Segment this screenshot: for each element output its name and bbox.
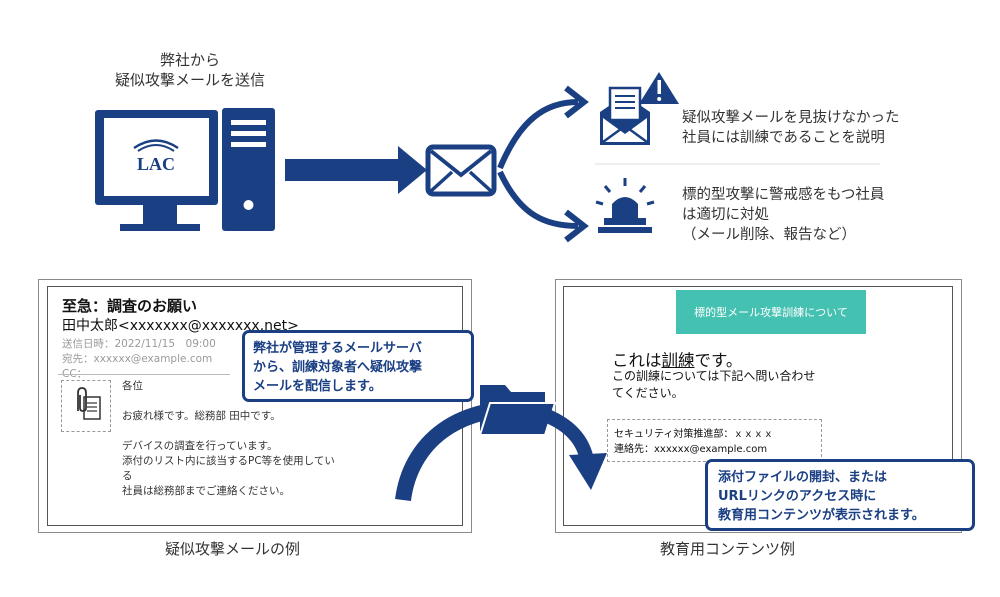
education-banner: 標的型メール攻撃訓練について <box>676 290 866 334</box>
clip-icon <box>77 387 101 420</box>
edu-desc-line2: てください。 <box>612 386 684 400</box>
open-envelope-icon <box>600 86 650 145</box>
contact-dept: セキュリティ対策推進部：ｘｘｘｘ <box>614 429 774 440</box>
email-from: 田中太郎<xxxxxxx@xxxxxxx.net> <box>62 318 299 334</box>
email-intro: お疲れ様です。総務部 田中です。 <box>122 410 281 422</box>
mail-server-callout: 弊社が管理するメールサーバ から、訓練対象者へ疑似攻撃 メールを配信します。 <box>242 330 474 402</box>
folder-icon <box>478 385 557 436</box>
email-header-divider <box>58 374 230 375</box>
callout-2-line1: 添付ファイルの開封、または <box>718 470 888 485</box>
folder-transition-graphic <box>395 385 607 502</box>
heading-prefix: これは <box>612 351 662 370</box>
education-heading: これは訓練です。 <box>612 347 742 371</box>
tower-icon <box>222 108 275 231</box>
email-subject: 至急：調査のお願い <box>62 297 198 315</box>
education-caption: 教育用コンテンツ例 <box>660 540 796 558</box>
callout-1-line2: から、訓練対象者へ疑似攻撃 <box>253 360 423 375</box>
warning-icon <box>639 72 679 104</box>
heading-suffix: です。 <box>694 351 743 370</box>
contact-info: セキュリティ対策推進部：ｘｘｘｘ 連絡先：xxxxxx@example.com <box>614 427 773 457</box>
email-example-caption: 疑似攻撃メールの例 <box>165 540 301 558</box>
outcome-not-detected: 疑似攻撃メールを見抜けなかった 社員には訓練であることを説明 <box>682 108 900 148</box>
heading-underlined: 訓練 <box>661 351 695 370</box>
callout-1-line1: 弊社が管理するメールサーバ <box>253 341 422 356</box>
callout-2-line3: 教育用コンテンツが表示されます。 <box>718 508 925 523</box>
send-arrow <box>285 146 427 194</box>
email-greeting: 各位 <box>122 380 143 392</box>
email-example-frame <box>47 286 463 526</box>
email-line3: る <box>122 470 133 482</box>
envelope-icon <box>425 144 497 197</box>
outcome-2-line1: 標的型攻撃に警戒感をもつ社員 <box>682 187 885 203</box>
email-line2: 添付のリスト内に該当するPC等を使用してい <box>122 455 335 467</box>
outcome-2-line3: （メール削除、報告など） <box>682 227 856 243</box>
fork-arrows <box>497 85 589 243</box>
outcome-2-line2: は適切に対処 <box>682 207 769 223</box>
lac-logo: LAC <box>137 154 175 174</box>
outcome-handled: 標的型攻撃に警戒感をもつ社員 は適切に対処 （メール削除、報告など） <box>682 185 884 245</box>
sender-caption-line1: 弊社から <box>159 51 220 69</box>
edu-desc-line1: この訓練については下記へ問い合わせ <box>612 369 816 383</box>
sender-caption: 弊社から 疑似攻撃メールを送信 <box>90 50 290 90</box>
email-body: 各位 お疲れ様です。総務部 田中です。 デバイスの調査を行っています。 添付のリ… <box>122 379 372 499</box>
outcome-1-line1: 疑似攻撃メールを見抜けなかった <box>682 110 900 126</box>
callout-2-line2: URLリンクのアクセス時に <box>718 489 877 504</box>
attachment-box[interactable] <box>61 380 111 432</box>
computer-icon: LAC <box>95 110 218 231</box>
alarm-light-icon <box>595 178 655 233</box>
callout-1-line3: メールを配信します。 <box>253 379 382 394</box>
email-line4: 社員は総務部までご連絡ください。 <box>122 485 290 497</box>
contact-email: 連絡先：xxxxxx@example.com <box>614 444 768 455</box>
email-line1: デバイスの調査を行っています。 <box>122 440 278 452</box>
outcome-1-line2: 社員には訓練であることを説明 <box>682 130 885 146</box>
attachment-callout: 添付ファイルの開封、または URLリンクのアクセス時に 教育用コンテンツが表示さ… <box>705 459 975 531</box>
education-description: この訓練については下記へ問い合わせ てください。 <box>612 368 872 402</box>
sender-caption-line2: 疑似攻撃メールを送信 <box>114 71 265 89</box>
email-date: 送信日時：2022/11/15 09:00 <box>62 338 216 350</box>
email-to: 宛先：xxxxxx@example.com <box>62 353 213 365</box>
